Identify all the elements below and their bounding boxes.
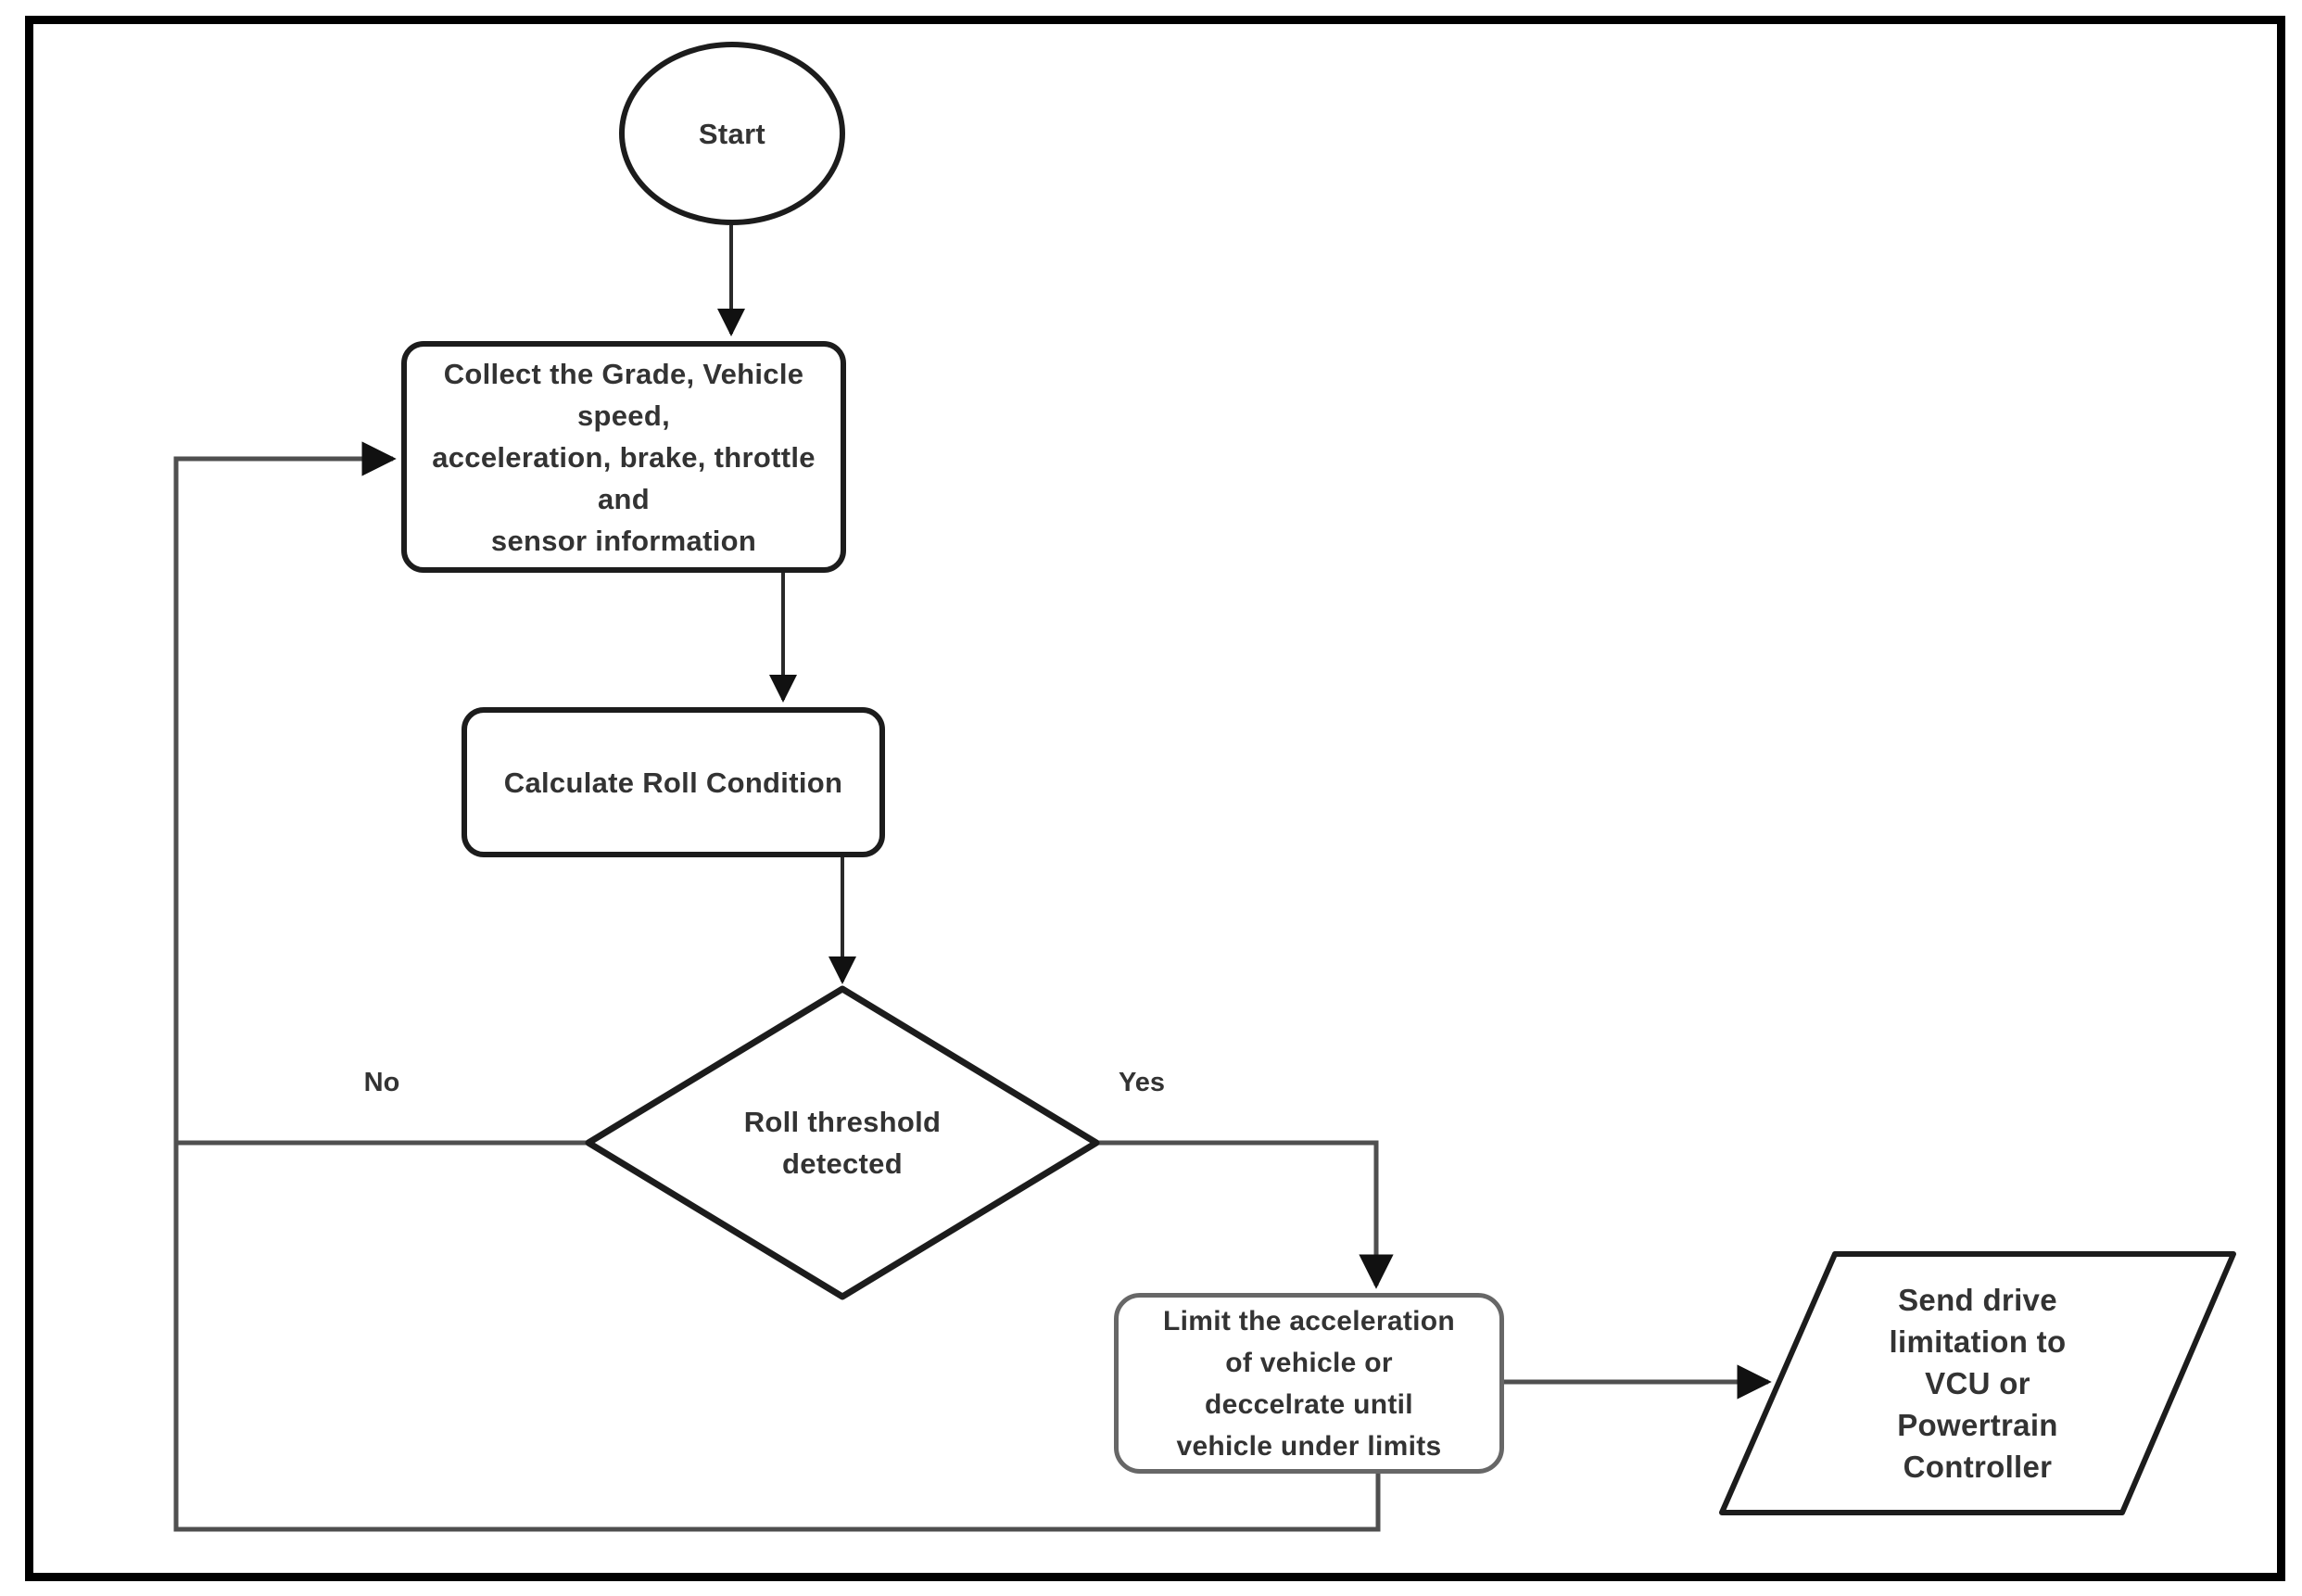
page-frame	[25, 16, 2285, 1581]
node-start: Start	[619, 42, 845, 225]
node-calculate-roll-condition: Calculate Roll Condition	[462, 707, 885, 857]
edge-label-yes: Yes	[1119, 1068, 1165, 1097]
edge-label-no: No	[363, 1068, 400, 1097]
node-limit-acceleration: Limit the acceleration of vehicle or dec…	[1114, 1293, 1504, 1474]
decision-diamond-shape	[585, 985, 1100, 1300]
calculate-roll-condition-label: Calculate Roll Condition	[503, 766, 843, 799]
connector-loop-back-to-collect	[173, 441, 1381, 1532]
node-collect-inputs: Collect the Grade, Vehicle speed, accele…	[401, 341, 846, 573]
collect-inputs-label: Collect the Grade, Vehicle speed, accele…	[432, 357, 816, 557]
start-label: Start	[698, 117, 766, 150]
send-parallelogram-shape	[1719, 1251, 2236, 1515]
limit-acceleration-label: Limit the acceleration of vehicle or dec…	[1162, 1305, 1456, 1462]
connector-decision-yes	[1096, 1140, 1394, 1289]
